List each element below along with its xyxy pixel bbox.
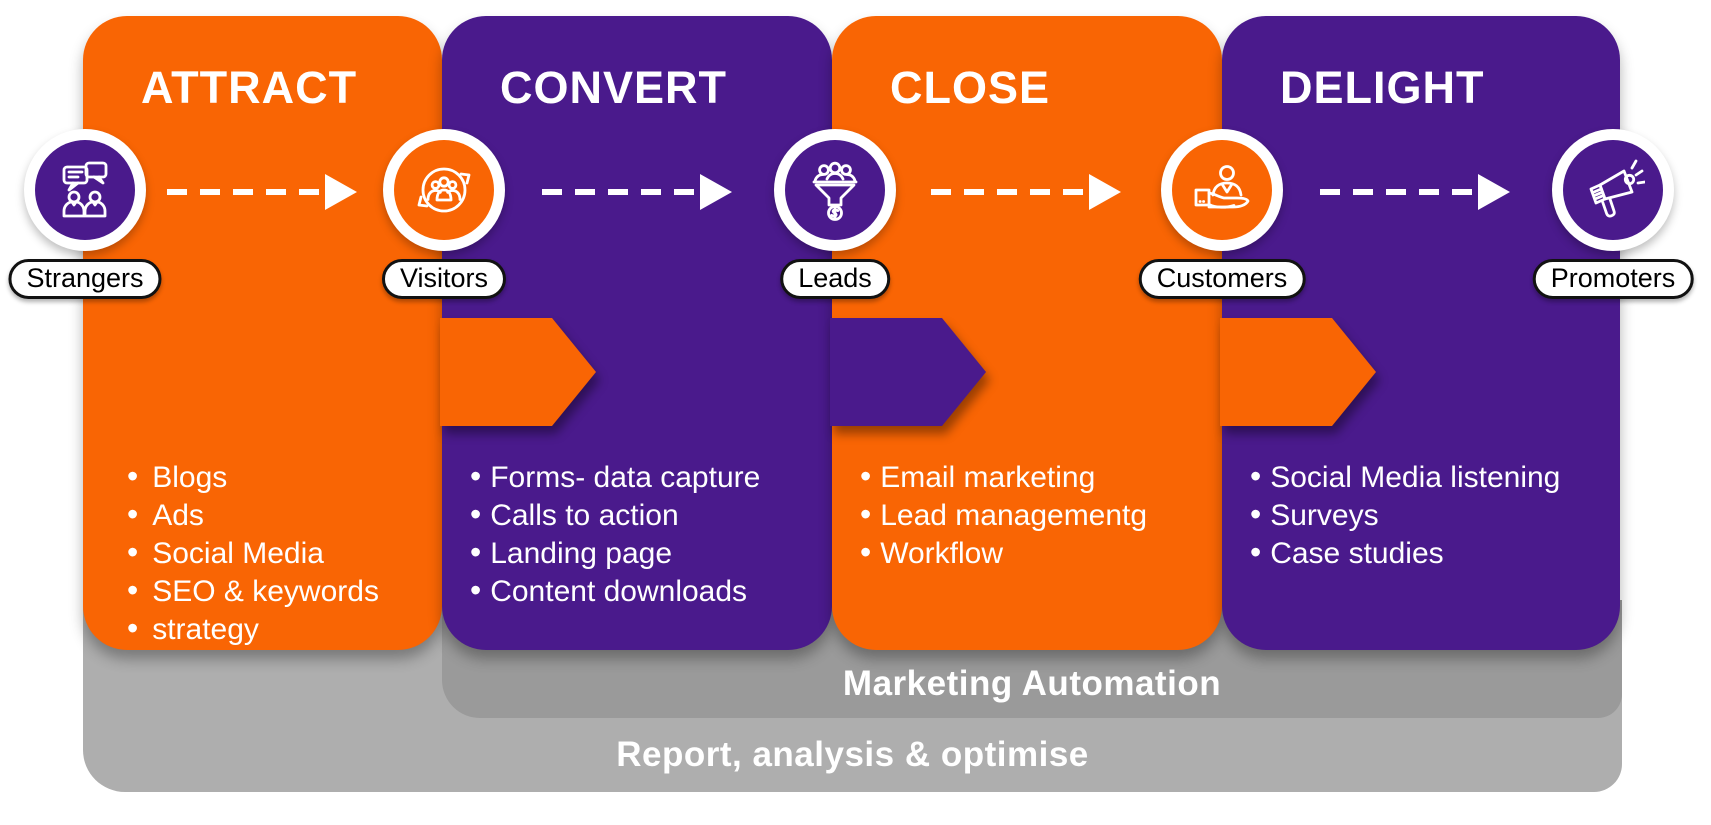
list-item: strategy xyxy=(127,610,434,648)
stage-label-leads: Leads xyxy=(780,259,890,299)
stage-label-customers: Customers xyxy=(1138,259,1306,299)
chevron-arrow-icon xyxy=(1220,318,1376,426)
chat-people-icon xyxy=(62,161,108,218)
stage-node-customers xyxy=(1161,129,1283,251)
list-item: Case studies xyxy=(1250,534,1612,572)
bullet-list-attract: Blogs Ads Social Media SEO & keywords st… xyxy=(83,458,434,648)
bullet-list-delight: Social Media listening Surveys Case stud… xyxy=(1222,458,1612,572)
list-item: Workflow xyxy=(860,534,1214,572)
list-item: Forms- data capture xyxy=(470,458,824,496)
list-item: Calls to action xyxy=(470,496,824,534)
bullet-list-convert: Forms- data capture Calls to action Land… xyxy=(442,458,824,610)
list-item: Surveys xyxy=(1250,496,1612,534)
megaphone-icon xyxy=(1589,159,1645,218)
hand-person-icon xyxy=(1194,165,1250,209)
report-analysis-label: Report, analysis & optimise xyxy=(616,735,1089,774)
stage-node-promoters xyxy=(1552,129,1674,251)
funnel-dollar-icon xyxy=(812,161,858,221)
stage-node-leads xyxy=(774,129,896,251)
stage-title-attract: ATTRACT xyxy=(141,62,358,113)
marketing-automation-label: Marketing Automation xyxy=(842,664,1222,703)
list-item: Social Media listening xyxy=(1250,458,1612,496)
bullet-list-close: Email marketing Lead managementg Workflo… xyxy=(832,458,1214,572)
stage-node-strangers xyxy=(24,129,146,251)
list-item: Blogs xyxy=(127,458,434,496)
stage-title-convert: CONVERT xyxy=(500,62,728,113)
list-item: Social Media xyxy=(127,534,434,572)
list-item: Landing page xyxy=(470,534,824,572)
chevron-arrow-icon xyxy=(830,318,986,426)
people-cycle-icon xyxy=(417,167,471,213)
stage-node-visitors xyxy=(383,129,505,251)
stage-label-promoters: Promoters xyxy=(1532,259,1694,299)
stage-title-delight: DELIGHT xyxy=(1280,62,1485,113)
stage-label-visitors: Visitors xyxy=(381,259,507,299)
stage-panel-attract: ATTRACT Blogs Ads Social Media SEO & key… xyxy=(83,16,442,650)
list-item: Email marketing xyxy=(860,458,1214,496)
list-item: Content downloads xyxy=(470,572,824,610)
chevron-arrow-icon xyxy=(440,318,596,426)
list-item: SEO & keywords xyxy=(127,572,434,610)
flow-arrow-icon xyxy=(931,174,1121,210)
list-item: Lead managementg xyxy=(860,496,1214,534)
flow-arrow-icon xyxy=(542,174,732,210)
stage-title-close: CLOSE xyxy=(890,62,1051,113)
stage-label-strangers: Strangers xyxy=(8,259,162,299)
flow-arrow-icon xyxy=(167,174,357,210)
flow-arrow-icon xyxy=(1320,174,1510,210)
list-item: Ads xyxy=(127,496,434,534)
